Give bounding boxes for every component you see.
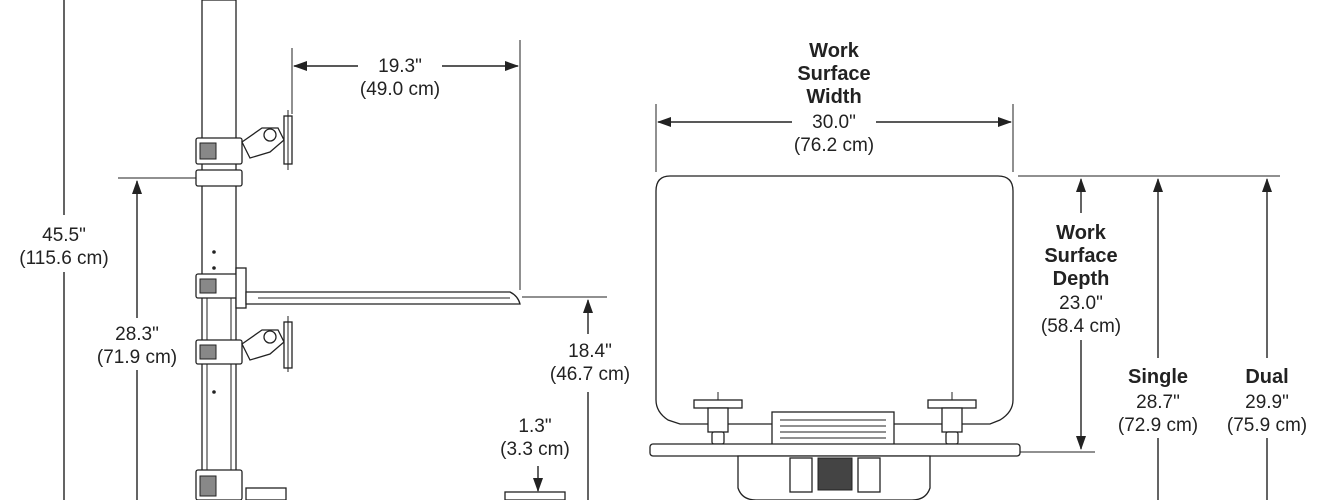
shelf-clamp [195, 267, 247, 309]
lower-monitor-mount [195, 316, 293, 372]
arm-reach-metric: (49.0 cm) [360, 79, 440, 100]
dual-imperial: 29.9" [1245, 392, 1289, 413]
dual-height-dimension: Dual 29.9" (75.9 cm) [1227, 178, 1307, 500]
base-height-imperial: 1.3" [518, 416, 551, 437]
shelf-height-imperial: 28.3" [115, 324, 159, 345]
shelf-height-dimension: 28.3" (71.9 cm) [97, 177, 200, 500]
surface-to-base-dimension: 18.4" (46.7 cm) [522, 296, 630, 500]
shelf-height-metric: (71.9 cm) [97, 347, 177, 368]
total-height-dimension: 45.5" (115.6 cm) [19, 0, 109, 500]
depth-dimension: Work Surface Depth 23.0" (58.4 cm) [1018, 175, 1280, 453]
single-imperial: 28.7" [1136, 392, 1180, 413]
dual-metric: (75.9 cm) [1227, 415, 1307, 436]
front-right-mount [927, 392, 977, 445]
depth-title-line-1: Work [1056, 222, 1107, 244]
keyboard-tray [771, 411, 895, 449]
pole [201, 0, 237, 500]
depth-imperial: 23.0" [1059, 293, 1103, 314]
dual-title: Dual [1245, 366, 1288, 388]
front-view: Work Surface Width 30.0" (76.2 cm) [649, 40, 1307, 500]
front-left-mount [693, 392, 743, 445]
surface-depth-side-imperial: 18.4" [568, 341, 612, 362]
upper-monitor-mount [195, 110, 293, 187]
side-view: 45.5" (115.6 cm) 28.3" (71.9 cm) [19, 0, 630, 500]
surface-depth-side-metric: (46.7 cm) [550, 364, 630, 385]
front-base-bar [649, 443, 1021, 457]
front-work-surface [655, 175, 1014, 425]
depth-metric: (58.4 cm) [1041, 316, 1121, 337]
total-height-metric: (115.6 cm) [19, 248, 108, 269]
width-imperial: 30.0" [812, 112, 856, 133]
width-title-line-1: Work [809, 40, 860, 62]
width-dimension: Work Surface Width 30.0" (76.2 cm) [655, 40, 1014, 172]
width-metric: (76.2 cm) [794, 135, 874, 156]
single-metric: (72.9 cm) [1118, 415, 1198, 436]
depth-title-line-3: Depth [1053, 268, 1110, 290]
arm-reach-imperial: 19.3" [378, 56, 422, 77]
width-title-line-2: Surface [797, 63, 870, 85]
side-work-surface [245, 291, 521, 305]
side-base [195, 469, 566, 500]
single-title: Single [1128, 366, 1188, 388]
front-column [737, 455, 931, 500]
width-title-line-3: Width [806, 86, 861, 108]
base-height-metric: (3.3 cm) [500, 439, 570, 460]
depth-title-line-2: Surface [1044, 245, 1117, 267]
total-height-imperial: 45.5" [42, 225, 86, 246]
single-height-dimension: Single 28.7" (72.9 cm) [1118, 178, 1198, 500]
base-height-dimension: 1.3" (3.3 cm) [500, 416, 570, 492]
arm-reach-dimension: 19.3" (49.0 cm) [291, 40, 521, 290]
